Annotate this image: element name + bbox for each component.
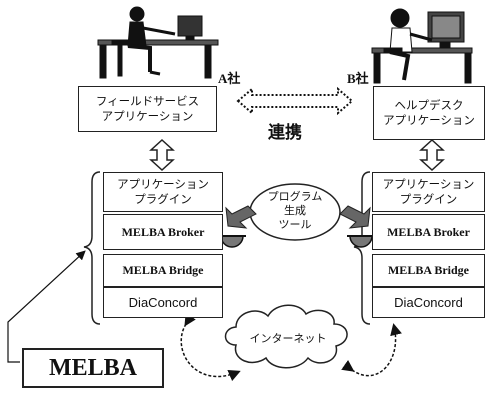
plugin-line-1: アプリケーション bbox=[117, 177, 209, 191]
app-plugin-box-left: アプリケーション プラグイン bbox=[103, 172, 223, 212]
field-service-app-box: フィールドサービス アプリケーション bbox=[78, 86, 217, 132]
app-plugin-box-right: アプリケーション プラグイン bbox=[372, 172, 485, 212]
app-line-2: アプリケーション bbox=[383, 113, 475, 127]
app-line-2: アプリケーション bbox=[101, 109, 194, 123]
program-tool-line-1: プログラム bbox=[267, 190, 323, 203]
diaconcord-label: DiaConcord bbox=[128, 295, 198, 310]
program-tool-line-3: ツール bbox=[278, 218, 312, 231]
diaconcord-box-right: DiaConcord bbox=[372, 287, 485, 318]
program-tool-line-2: 生成 bbox=[284, 204, 306, 217]
right-brace bbox=[353, 171, 371, 325]
melba-broker-box-right: MELBA Broker bbox=[372, 214, 485, 250]
company-a-label: A社 bbox=[218, 71, 241, 86]
company-b-label: B社 bbox=[347, 71, 369, 86]
melba-bridge-box-left: MELBA Bridge bbox=[103, 254, 223, 287]
link-double-arrow bbox=[236, 86, 354, 116]
melba-label-box: MELBA bbox=[22, 348, 164, 388]
plugin-line-2: プラグイン bbox=[399, 192, 458, 206]
app-line-1: フィールドサービス bbox=[95, 94, 200, 108]
vertical-double-arrow-left bbox=[149, 138, 175, 172]
internet-cloud bbox=[224, 304, 348, 369]
diaconcord-label: DiaConcord bbox=[394, 295, 463, 310]
broker-label: MELBA Broker bbox=[121, 224, 205, 239]
broker-label: MELBA Broker bbox=[387, 224, 470, 239]
helpdesk-app-box: ヘルプデスク アプリケーション bbox=[373, 86, 485, 140]
internet-label: インターネット bbox=[249, 332, 327, 345]
bridge-label: MELBA Bridge bbox=[122, 263, 204, 277]
left-network-arrow bbox=[180, 313, 241, 382]
plugin-line-1: アプリケーション bbox=[382, 177, 475, 191]
vertical-double-arrow-right bbox=[419, 138, 445, 172]
program-tool-label: プログラム 生成 ツール bbox=[255, 190, 335, 232]
melba-pointer-line bbox=[7, 250, 86, 363]
app-line-1: ヘルプデスク bbox=[394, 98, 464, 112]
left-brace bbox=[83, 171, 101, 325]
person-at-desk-a-icon bbox=[97, 6, 219, 79]
diaconcord-box-left: DiaConcord bbox=[103, 287, 223, 318]
bridge-label: MELBA Bridge bbox=[387, 263, 469, 277]
person-at-desk-b-icon bbox=[371, 8, 473, 84]
generation-arrow-left bbox=[225, 205, 257, 229]
right-network-arrow bbox=[341, 323, 402, 377]
melba-broker-box-left: MELBA Broker bbox=[103, 214, 223, 250]
generation-arrow-right bbox=[339, 205, 371, 229]
plugin-line-2: プラグイン bbox=[134, 192, 192, 206]
melba-bridge-box-right: MELBA Bridge bbox=[372, 254, 485, 287]
socket-right-icon bbox=[347, 235, 375, 248]
melba-label: MELBA bbox=[48, 354, 137, 381]
link-label: 連携 bbox=[268, 123, 302, 142]
